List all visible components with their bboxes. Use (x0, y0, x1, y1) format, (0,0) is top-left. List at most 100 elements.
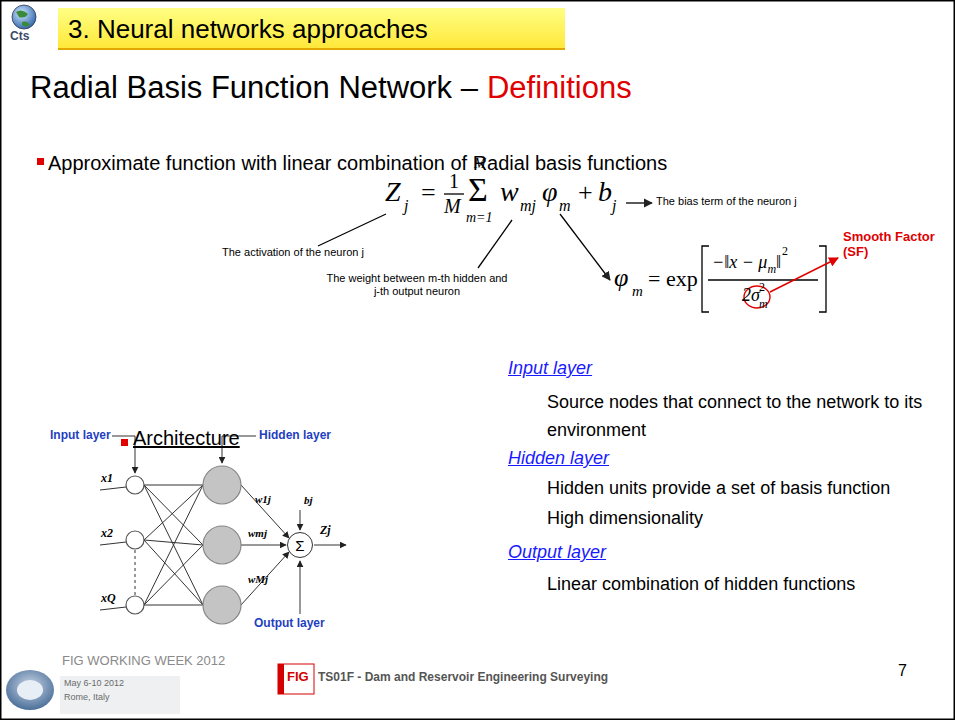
art-stroke (819, 246, 826, 312)
bullet-text: Approximate function with linear combina… (48, 148, 948, 178)
footer-logo: FIG (287, 670, 309, 685)
formula-lines (318, 194, 826, 312)
art-stroke (100, 607, 126, 610)
art-stroke (144, 485, 203, 545)
output-label: Zj (320, 524, 331, 538)
art-stroke (478, 220, 512, 268)
art-stroke (100, 542, 126, 545)
page-number: 7 (898, 662, 907, 680)
annotation: The weight between m-th hidden and j-th … (322, 272, 512, 297)
weight-label: w1j (255, 493, 271, 506)
section-heading: Output layer (508, 542, 606, 563)
footer-text: FIG WORKING WEEK 2012 (62, 654, 225, 669)
art-stroke (144, 540, 203, 605)
art-stroke (144, 545, 203, 605)
formula: b (598, 176, 612, 208)
layer-label: Hidden layer (259, 429, 331, 443)
art-stroke (37, 158, 44, 165)
section-text: High dimensionality (547, 508, 703, 529)
formula: M (444, 195, 461, 218)
art-stroke (100, 487, 126, 490)
smooth-factor-note: Smooth Factor (SF) (843, 230, 947, 260)
art-stroke (16, 10, 30, 26)
logo-text: Cts (10, 30, 29, 44)
input-label: xQ (101, 592, 116, 606)
formula: 1 (449, 170, 459, 193)
footer-text: TS01F - Dam and Reservoir Engineering Su… (318, 671, 608, 685)
slide-heading: Definitions (487, 70, 632, 106)
art-stroke (112, 436, 135, 473)
art-stroke (241, 552, 289, 605)
footer-art (6, 664, 314, 714)
formula-sub: mj (520, 197, 536, 215)
top-logo (12, 5, 36, 29)
art-stroke (121, 439, 128, 446)
formula: w (500, 176, 519, 208)
art-stroke (144, 485, 203, 540)
formula-sub: m (767, 263, 776, 277)
section-text: Source nodes that connect to the network… (547, 388, 945, 444)
art-stroke (300, 561, 301, 614)
bullet-text: Architecture (133, 427, 240, 450)
layer-label: Output layer (254, 617, 325, 631)
layer-label: Input layer (50, 429, 111, 443)
art-stroke (626, 202, 652, 203)
formula-sub: M (474, 156, 486, 172)
art-stroke (560, 214, 610, 280)
art-stroke (12, 5, 36, 29)
formula-sup: 2 (782, 245, 788, 259)
bias-label: bj (304, 494, 313, 507)
art-stroke (300, 510, 301, 530)
network-circles (126, 466, 241, 624)
footer-text: Rome, Italy (64, 692, 110, 702)
art-stroke (60, 676, 180, 714)
input-label: x2 (101, 527, 113, 541)
weight-label: wmj (248, 527, 267, 540)
formula: −‖x − μ (712, 252, 767, 273)
art-stroke (144, 485, 203, 605)
art-stroke (203, 526, 241, 564)
art-stroke (135, 550, 136, 595)
title-band: 3. Neural networks approaches (58, 8, 565, 50)
formula: φ (542, 176, 558, 208)
formula-sub: m=1 (466, 210, 493, 226)
formula: ‖ (776, 252, 781, 273)
art-stroke (144, 485, 203, 605)
art-stroke (314, 545, 346, 546)
annotation: The activation of the neuron j (222, 246, 364, 259)
weight-label: wMj (248, 573, 268, 586)
section-text: Hidden units provide a set of basis func… (547, 478, 890, 499)
input-label: x1 (101, 472, 113, 486)
art-stroke (6, 670, 54, 710)
formula-sup: 2 (759, 281, 765, 295)
formula: Z (385, 176, 401, 208)
art-stroke (126, 531, 144, 549)
formula-sub: j (612, 197, 616, 215)
art-stroke (17, 680, 43, 700)
formula: + (578, 178, 593, 208)
annotation: The bias term of the neuron j (656, 195, 797, 208)
slide-heading: Radial Basis Function Network – (30, 70, 478, 106)
formula: = (421, 178, 436, 208)
art-stroke (278, 664, 284, 694)
art-stroke (203, 466, 241, 504)
node-text: Σ (295, 538, 304, 553)
art-stroke (126, 476, 144, 494)
art-stroke (126, 596, 144, 614)
slide-title: 3. Neural networks approaches (68, 14, 428, 45)
footer-text: May 6-10 2012 (64, 678, 124, 688)
formula-sub: j (404, 197, 408, 215)
section-text: Linear combination of hidden functions (547, 574, 855, 595)
art-stroke (144, 605, 203, 606)
art-stroke (444, 193, 464, 194)
section-heading: Hidden layer (508, 448, 609, 469)
section-heading: Input layer (508, 358, 592, 379)
bullet-squares (37, 158, 128, 446)
art-stroke (203, 586, 241, 624)
formula-sub: m (632, 283, 643, 300)
formula: 2σ (742, 285, 760, 306)
art-stroke (278, 664, 314, 694)
